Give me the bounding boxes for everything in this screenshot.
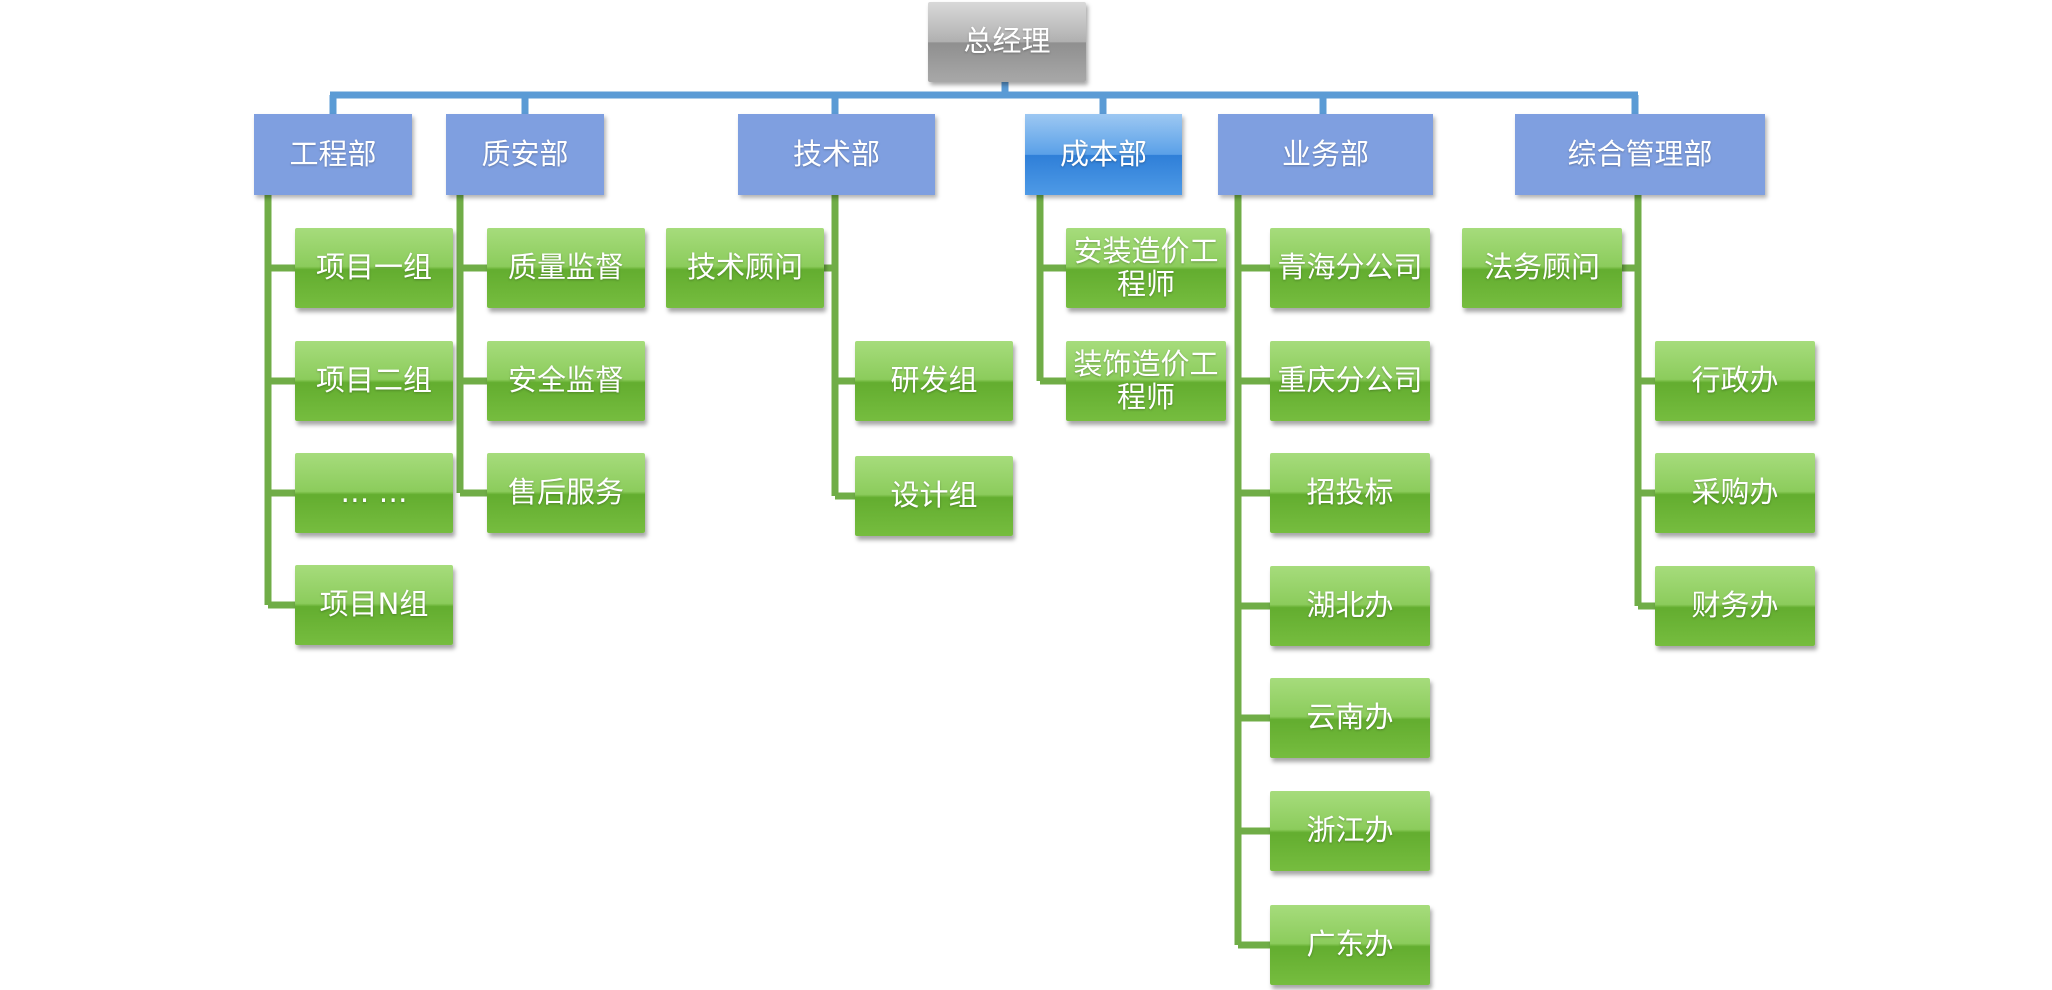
node-rnd-group: 研发组 (855, 341, 1013, 421)
node-safety-supervision: 安全监督 (487, 341, 645, 421)
node-dept-technology: 技术部 (738, 114, 935, 195)
node-decoration-cost-engineer: 装饰造价工程师 (1066, 341, 1226, 421)
node-qinghai-branch: 青海分公司 (1270, 228, 1430, 308)
node-legal-advisor: 法务顾问 (1462, 228, 1622, 308)
node-dept-quality-safety: 质安部 (446, 114, 604, 195)
node-after-sales-service: 售后服务 (487, 453, 645, 533)
node-dept-cost: 成本部 (1025, 114, 1182, 195)
node-zhejiang-office: 浙江办 (1270, 791, 1430, 871)
node-hubei-office: 湖北办 (1270, 566, 1430, 646)
node-project-group-2: 项目二组 (295, 341, 453, 421)
node-general-manager: 总经理 (928, 2, 1086, 82)
node-installation-cost-engineer: 安装造价工程师 (1066, 228, 1226, 308)
node-chongqing-branch: 重庆分公司 (1270, 341, 1430, 421)
node-project-group-ellipsis: … … (295, 453, 453, 533)
node-guangdong-office: 广东办 (1270, 905, 1430, 985)
node-project-group-n: 项目N组 (295, 565, 453, 645)
node-project-group-1: 项目一组 (295, 228, 453, 308)
node-dept-general-admin: 综合管理部 (1515, 114, 1765, 195)
node-design-group: 设计组 (855, 456, 1013, 536)
node-dept-engineering: 工程部 (254, 114, 412, 195)
node-quality-supervision: 质量监督 (487, 228, 645, 308)
node-admin-office: 行政办 (1655, 341, 1815, 421)
node-yunnan-office: 云南办 (1270, 678, 1430, 758)
node-dept-business: 业务部 (1218, 114, 1433, 195)
node-procurement-office: 采购办 (1655, 453, 1815, 533)
node-technical-advisor: 技术顾问 (666, 228, 824, 308)
node-finance-office: 财务办 (1655, 566, 1815, 646)
node-bidding: 招投标 (1270, 453, 1430, 533)
